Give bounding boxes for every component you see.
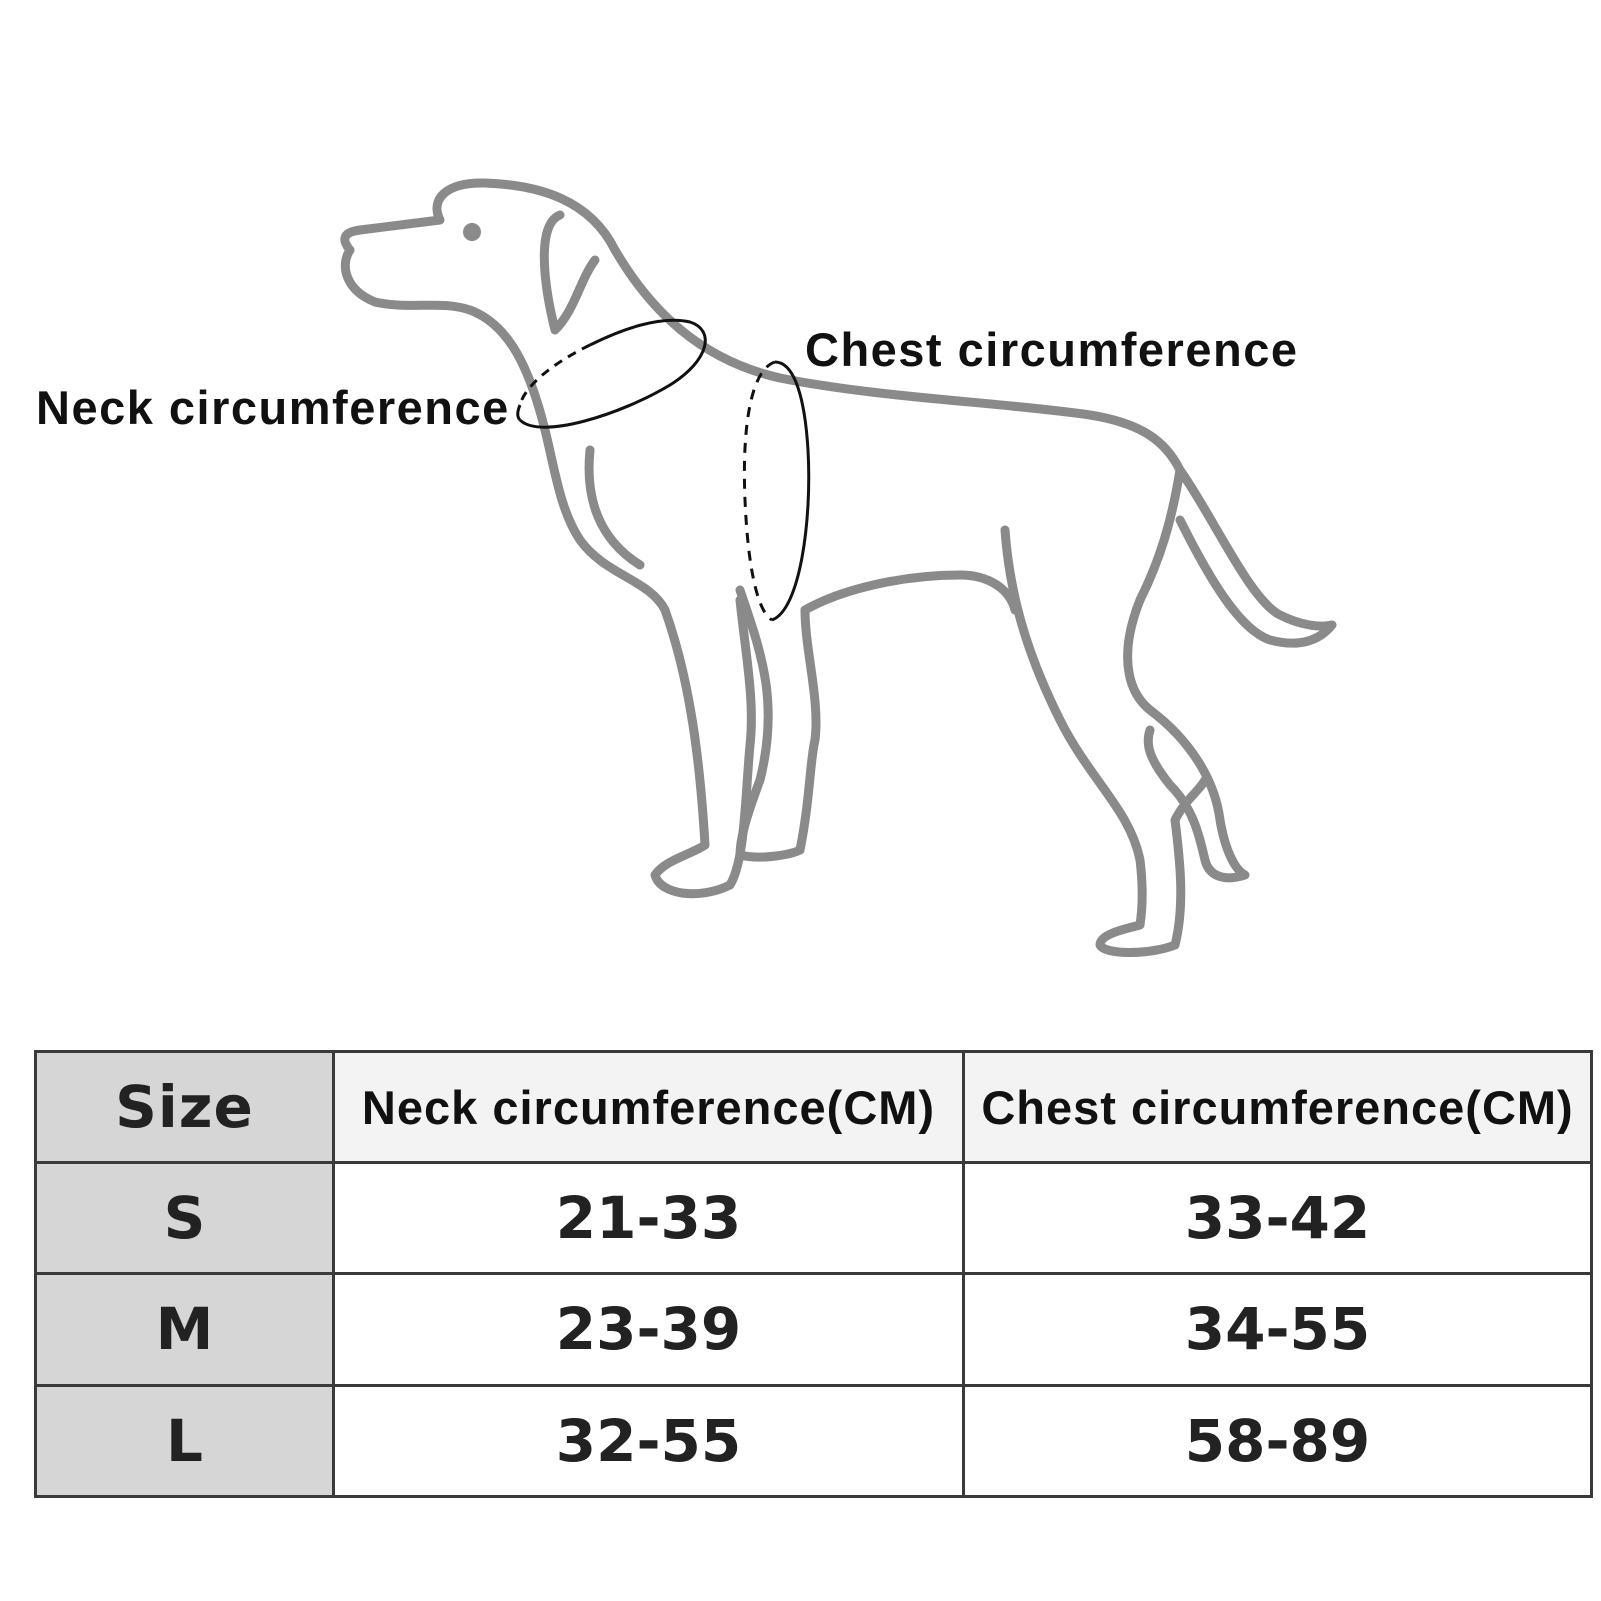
- chest-column-header: Chest circumference(CM): [962, 1050, 1593, 1164]
- dog-back-outline: [340, 178, 1337, 648]
- table-row: M 23-39 34-55: [34, 1272, 1593, 1387]
- dog-front-leg-far: [650, 595, 756, 899]
- neck-cell: 23-39: [332, 1272, 965, 1387]
- dog-silhouette: [340, 178, 1337, 957]
- dog-belly: [800, 570, 1020, 615]
- dog-eye: [463, 223, 481, 241]
- dog-chest-line: [584, 445, 645, 570]
- chest-cell: 33-42: [962, 1160, 1593, 1276]
- dog-muzzle-throat: [340, 245, 670, 615]
- dog-outline-illustration: [340, 178, 1337, 957]
- size-column-header: Size: [34, 1050, 335, 1164]
- neck-column-header: Neck circumference(CM): [332, 1050, 965, 1164]
- neck-marker: [516, 318, 707, 429]
- dog-front-leg-near: [735, 585, 821, 862]
- neck-cell: 32-55: [332, 1383, 965, 1499]
- dog-hind-leg-back: [1123, 595, 1250, 883]
- table-header-row: Size Neck circumference(CM) Chest circum…: [34, 1050, 1593, 1164]
- chest-circumference-label: Chest circumference: [805, 323, 1299, 376]
- table-row: S 21-33 33-42: [34, 1160, 1593, 1276]
- dog-ear: [539, 210, 600, 335]
- chest-marker: [742, 360, 811, 622]
- size-cell: L: [34, 1383, 335, 1499]
- neck-circumference-label: Neck circumference: [36, 381, 510, 434]
- chest-cell: 34-55: [962, 1272, 1593, 1387]
- dog-hind-leg: [1000, 525, 1210, 957]
- table-row: L 32-55 58-89: [34, 1383, 1593, 1499]
- size-chart-table: Size Neck circumference(CM) Chest circum…: [34, 1050, 1593, 1499]
- chest-cell: 58-89: [962, 1383, 1593, 1499]
- neck-cell: 21-33: [332, 1160, 965, 1276]
- dog-measurement-diagram: Neck circumference Chest circumference: [36, 178, 1337, 957]
- size-cell: S: [34, 1160, 335, 1276]
- size-cell: M: [34, 1272, 335, 1387]
